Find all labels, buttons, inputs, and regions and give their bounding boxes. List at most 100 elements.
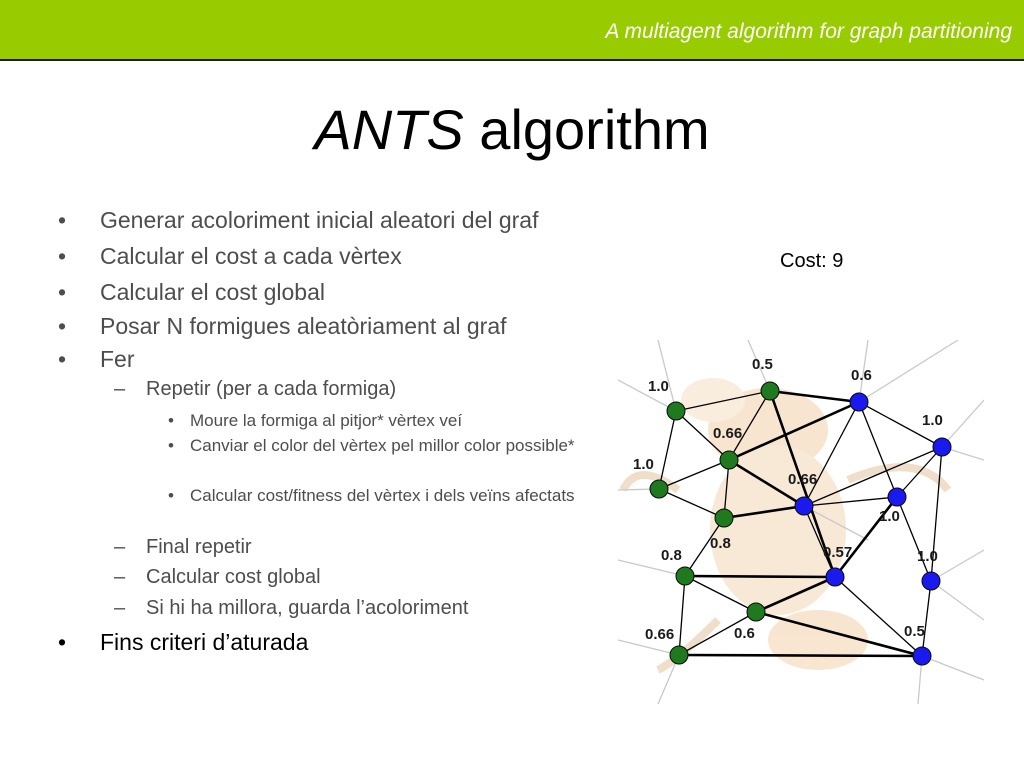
graph-edge <box>803 401 860 507</box>
bullet-text: Fins criteri d’aturada <box>100 629 309 655</box>
slide-title-italic: ANTS <box>314 98 464 161</box>
ant-illustration <box>619 378 952 674</box>
slide-title: ANTS algorithm <box>0 102 1024 158</box>
graph-node-blue <box>794 496 814 516</box>
sub-sub-bullet-text: Canviar el color del vèrtex pel millor c… <box>190 436 575 455</box>
graph-edge <box>834 576 923 657</box>
graph-node-blue <box>912 646 932 666</box>
node-label: 1.0 <box>633 456 654 473</box>
sub-sub-bullet-item: • Moure la formiga al pitjor* vèrtex veí <box>168 411 463 431</box>
background-edge <box>803 505 869 541</box>
graph-edge <box>684 575 757 613</box>
graph-edge <box>930 446 943 582</box>
graph-node-blue <box>825 567 845 587</box>
graph-edge <box>675 390 771 412</box>
graph-edge <box>858 401 898 498</box>
bullet-marker: • <box>58 629 67 655</box>
node-label: 0.66 <box>645 626 674 643</box>
node-label: 1.0 <box>879 508 900 525</box>
graph-edge <box>833 496 899 578</box>
graph-edge <box>658 410 677 490</box>
graph-edge <box>684 517 725 577</box>
node-label: 1.0 <box>648 378 669 395</box>
graph-edge <box>684 574 836 579</box>
bullet-item: •Calcular el cost a cada vèrtex <box>58 243 402 270</box>
graph-edge <box>755 575 836 614</box>
bullet-text: Generar acoloriment inicial aleatori del… <box>100 207 539 233</box>
bullet-text: Fer <box>100 346 135 372</box>
graph-edge <box>728 400 860 462</box>
node-label: 0.66 <box>788 471 817 488</box>
graph-edge <box>728 390 771 461</box>
graph-edge <box>896 446 943 498</box>
bullet-item: • Calcular el cost global <box>58 279 326 306</box>
bullet-marker: • <box>58 207 67 233</box>
graph-edge <box>858 401 943 448</box>
graph-edge <box>678 575 686 656</box>
background-edge <box>618 559 686 577</box>
node-label: 1.0 <box>917 548 938 565</box>
background-edge <box>657 340 677 412</box>
node-label: 0.6 <box>851 367 872 384</box>
graph-node-blue <box>932 437 952 457</box>
bullet-marker: • <box>58 313 67 339</box>
graph-edge <box>803 496 898 507</box>
bullet-item: • Generar acoloriment inicial aleatori de… <box>58 207 539 234</box>
dash-marker: – <box>114 566 126 588</box>
sub-bullet-text: Final repetir <box>146 536 252 558</box>
dash-marker: – <box>114 378 126 400</box>
sub-bullet-item: –Repetir (per a cada formiga) <box>114 378 397 401</box>
graph-node-green <box>649 479 669 499</box>
sub-sub-bullet-text: Calcular cost/fitness del vèrtex i dels … <box>190 486 575 505</box>
background-edge <box>618 379 677 412</box>
node-label: 0.66 <box>713 425 742 442</box>
graph-node-green <box>669 645 689 665</box>
graph-edges <box>658 389 943 658</box>
sub-sub-bullet-item: • Canviar el color del vèrtex pel millor … <box>168 436 620 456</box>
node-label: 0.5 <box>904 623 925 640</box>
graph-node-green <box>714 508 734 528</box>
bullet-text: Posar N formigues aleatòriament al graf <box>100 313 507 339</box>
bullet-text: Calcular el cost global <box>100 279 326 305</box>
sub-bullet-item: –Calcular cost global <box>114 566 321 589</box>
background-edge <box>921 655 984 681</box>
dash-marker: – <box>114 536 126 558</box>
node-label: 0.8 <box>710 535 731 552</box>
graph-node-green <box>719 450 739 470</box>
bullet-marker: • <box>168 436 174 455</box>
header-bar: A multiagent algorithm for graph partiti… <box>0 0 1024 61</box>
graph-node-blue <box>849 392 869 412</box>
graph-edge <box>768 390 837 578</box>
background-edge <box>930 549 984 582</box>
bullet-marker: • <box>58 346 67 372</box>
graph-node-green <box>675 566 695 586</box>
graph-edge <box>658 488 725 519</box>
graph-edge <box>678 611 757 656</box>
background-edge <box>858 340 959 403</box>
bullet-marker: • <box>168 411 174 430</box>
graph-edge <box>769 389 860 404</box>
graph-node-blue <box>921 571 941 591</box>
bullet-marker: • <box>58 279 67 305</box>
bullet-text: Calcular el cost a cada vèrtex <box>100 243 402 269</box>
graph-edge <box>803 505 836 578</box>
background-edge <box>618 639 680 656</box>
graph-node-green <box>760 381 780 401</box>
graph-edge <box>803 446 943 507</box>
graph-edge <box>675 410 730 461</box>
slide-title-rest: algorithm <box>463 98 710 161</box>
graph-edge <box>678 653 923 658</box>
node-label: 1.0 <box>922 412 943 429</box>
bullet-marker: • <box>168 486 174 505</box>
graph-edge <box>921 580 932 657</box>
bullet-item: • Fins criteri d’aturada <box>58 629 309 656</box>
sub-sub-bullet-text: Moure la formiga al pitjor* vèrtex veí <box>190 411 463 430</box>
background-edge <box>941 399 984 448</box>
sub-bullet-text: Calcular cost global <box>146 566 321 588</box>
graph-node-green <box>666 401 686 421</box>
graph-edge <box>896 496 932 582</box>
sub-bullet-text: Repetir (per a cada formiga) <box>146 378 397 400</box>
graph-nodes <box>649 381 952 666</box>
